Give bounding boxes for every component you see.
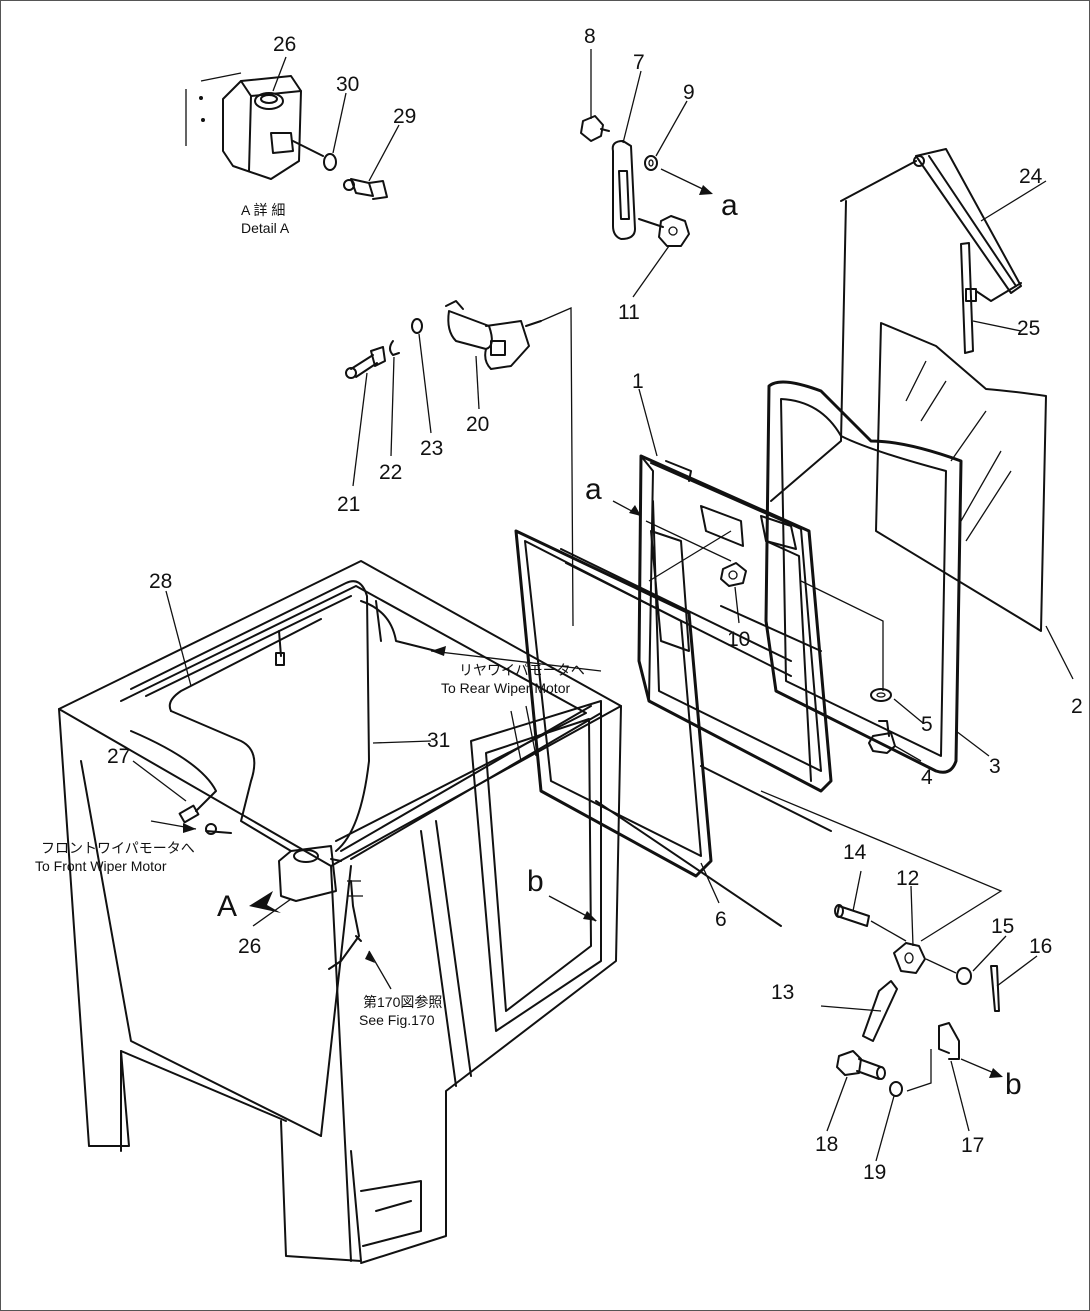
bolt-21: [345, 346, 386, 379]
note-detail-en: Detail A: [241, 220, 290, 236]
wiper-blade-25: [960, 242, 974, 354]
label-11: 11: [618, 301, 640, 324]
letter-detail-a: A: [217, 890, 237, 923]
lock-washer-22: [389, 340, 400, 356]
label-12: 12: [896, 867, 919, 890]
label-26-detail: 26: [273, 33, 296, 56]
glass-2: [875, 322, 1047, 632]
label-18: 18: [815, 1133, 838, 1156]
pin-16: [990, 965, 1000, 1012]
leader-lines: [132, 49, 1074, 1162]
label-26-cab: 26: [238, 935, 261, 958]
arrow-to-a: [660, 168, 713, 195]
washer-23: [411, 318, 423, 334]
cab-body: [58, 560, 622, 1264]
note-rear-wiper-jp: リヤワイパモータへ: [459, 662, 585, 678]
hinge-guide-line: [760, 790, 1003, 942]
handle-13: [862, 980, 898, 1042]
label-9: 9: [683, 81, 695, 104]
nut-10: [720, 562, 747, 587]
leader-5: [800, 580, 884, 691]
note-detail-jp: A 詳 細: [241, 202, 285, 218]
wiper-motor-20: [445, 300, 574, 627]
label-8: 8: [584, 25, 596, 48]
notes: A 詳 細 Detail A リヤワイパモータへ To Rear Wiper M…: [35, 202, 585, 1028]
bolt-4: [868, 720, 896, 754]
hose-see-fig170: [328, 880, 392, 990]
label-29: 29: [393, 105, 416, 128]
label-23: 23: [420, 437, 443, 460]
washer-5: [870, 688, 892, 702]
letter-a-latch: a: [721, 189, 738, 222]
label-1: 1: [632, 370, 644, 393]
catch-17: [906, 1022, 960, 1092]
seal-3: [764, 160, 963, 774]
knob-11: [638, 215, 690, 247]
detail-a: [185, 72, 324, 180]
bolt-18: [836, 1050, 886, 1080]
label-21: 21: [337, 493, 360, 516]
washer-9: [644, 155, 658, 171]
washer-15: [956, 967, 972, 985]
pin-14: [834, 904, 870, 927]
leader-a: [612, 500, 732, 582]
wiring-harness-28: [130, 580, 437, 852]
label-27: 27: [107, 745, 130, 768]
label-25: 25: [1017, 317, 1040, 340]
label-5: 5: [921, 713, 933, 736]
label-3: 3: [989, 755, 1001, 778]
knob-8: [580, 115, 610, 142]
label-17: 17: [961, 1134, 984, 1157]
label-13: 13: [771, 981, 794, 1004]
label-6: 6: [715, 908, 727, 931]
letter-b-catch: b: [1005, 1068, 1022, 1101]
label-10: 10: [727, 628, 750, 651]
reference-letters: a a b b A: [217, 189, 1022, 1101]
washer-19: [889, 1081, 903, 1097]
label-7: 7: [633, 51, 645, 74]
detail-a-arrow: [249, 891, 281, 913]
note-front-wiper-jp: フロントワイパモータへ: [41, 840, 195, 856]
letter-a-frame: a: [585, 473, 602, 506]
label-15: 15: [991, 915, 1014, 938]
label-28: 28: [149, 570, 172, 593]
latch-plate-7: [611, 140, 636, 240]
hinge-12: [893, 942, 926, 974]
label-4: 4: [921, 766, 933, 789]
label-2: 2: [1071, 695, 1083, 718]
note-rear-wiper-en: To Rear Wiper Motor: [441, 680, 570, 696]
note-see-fig-jp: 第170図参照: [363, 994, 442, 1010]
label-22: 22: [379, 461, 402, 484]
arrow-to-b: [960, 1058, 1003, 1078]
part-number-labels: 1 2 3 4 5 6 7 8 9 10 11 12 13 14 15 16 1…: [107, 25, 1083, 1184]
washer-30: [323, 153, 337, 171]
label-16: 16: [1029, 935, 1052, 958]
frame-1: [637, 454, 833, 832]
note-see-fig-en: See Fig.170: [359, 1012, 435, 1028]
label-24: 24: [1019, 165, 1043, 188]
label-19: 19: [863, 1161, 886, 1184]
label-31: 31: [427, 729, 450, 752]
letter-b-cab: b: [527, 865, 544, 898]
bolt-29: [343, 178, 388, 200]
label-30: 30: [336, 73, 359, 96]
note-front-wiper-en: To Front Wiper Motor: [35, 858, 167, 874]
leader-14: [870, 920, 907, 942]
wiper-arm-24: [913, 148, 1022, 302]
leader-15: [925, 958, 957, 974]
washer-tank-26: [278, 845, 342, 902]
label-14: 14: [843, 841, 867, 864]
label-20: 20: [466, 413, 489, 436]
